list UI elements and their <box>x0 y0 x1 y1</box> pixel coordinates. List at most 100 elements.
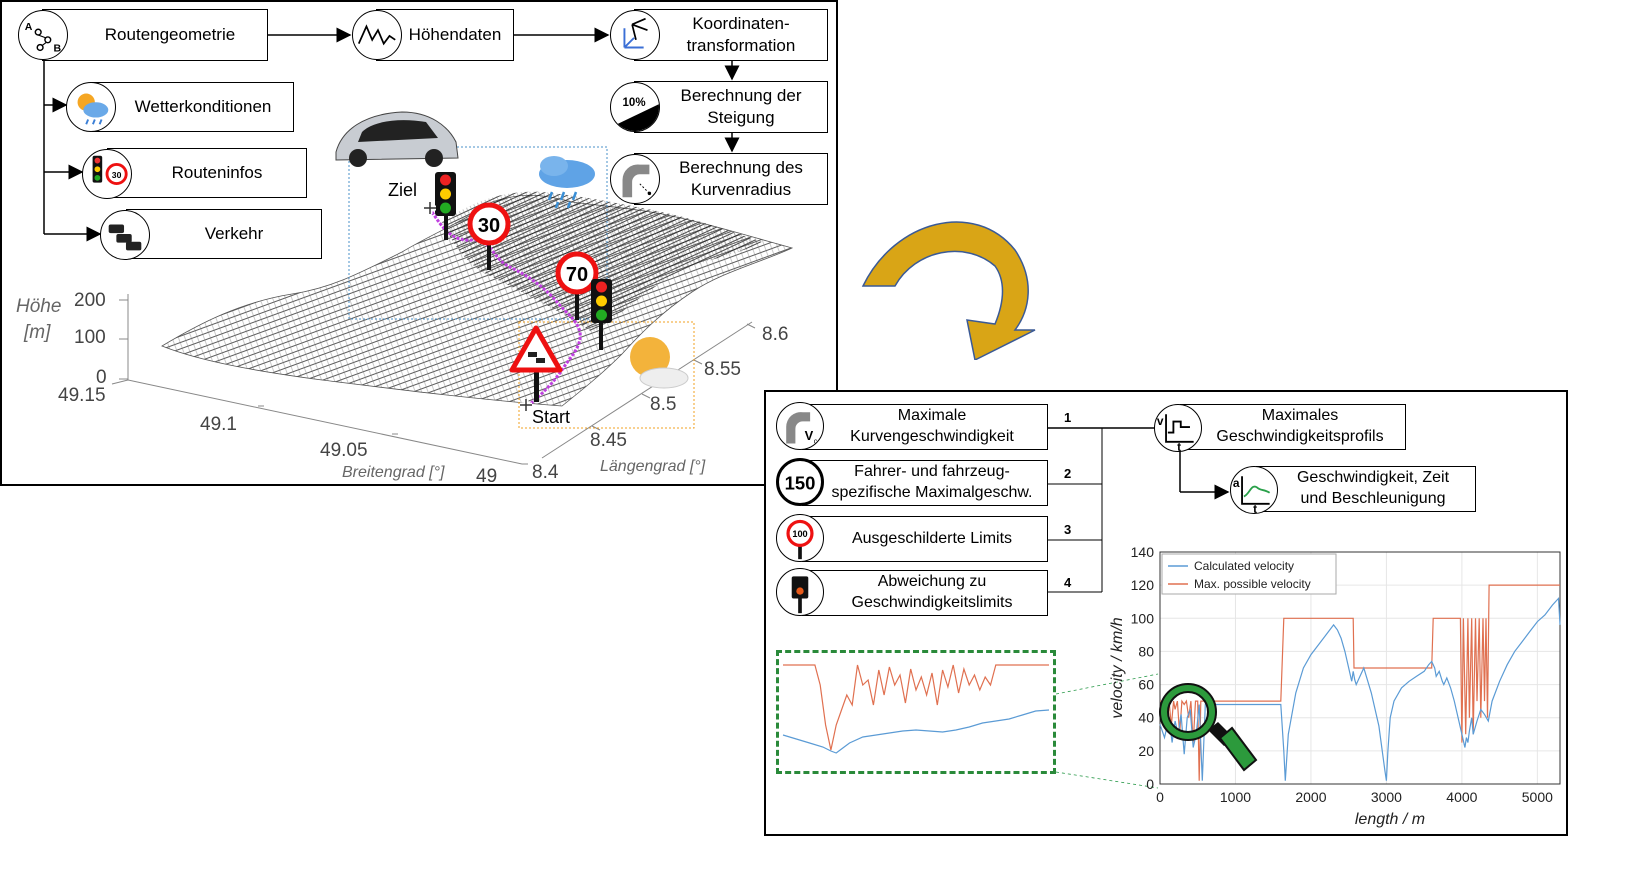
lat-tick-49-15: 49.15 <box>58 385 106 406</box>
traffic-light-ziel <box>435 172 456 240</box>
x-tick-label: 3000 <box>1371 789 1402 805</box>
y-tick-label: 20 <box>1138 743 1154 759</box>
limits-box: Ausgeschilderte Limits <box>802 516 1048 562</box>
svg-text:t: t <box>1253 502 1257 513</box>
y-tick-label: 60 <box>1138 677 1154 693</box>
terrain-3d-plot: 30 70 <box>111 111 794 465</box>
lat-axis-label: Breitengrad [°] <box>342 464 445 481</box>
zoom-inset-plot <box>782 664 1050 754</box>
svg-text:30: 30 <box>478 215 500 237</box>
max-kurven-box: Maximale Kurvengeschwindigkeit <box>802 404 1048 450</box>
lat-tick-49: 49 <box>476 466 498 487</box>
rain-cloud-icon <box>539 156 595 209</box>
verkehr-box: Verkehr <box>126 209 322 259</box>
x-tick-label: 5000 <box>1522 789 1553 805</box>
z-tick-200: 200 <box>74 290 106 311</box>
x-tick-label: 0 <box>1156 789 1164 805</box>
x-tick-label: 4000 <box>1446 789 1477 805</box>
speed-150-icon: 150 <box>776 458 824 506</box>
z-tick-100: 100 <box>74 327 106 348</box>
traffic-light-route <box>591 279 612 350</box>
svg-text:c: c <box>814 436 818 445</box>
x-axis-label: length / m <box>1355 811 1425 828</box>
svg-text:A: A <box>25 21 33 33</box>
route-ab-icon: A B <box>18 10 68 60</box>
lon-tick-8-6: 8.6 <box>762 324 789 345</box>
slope-percent-icon: 10% <box>610 82 660 132</box>
magnifier-icon <box>1159 683 1258 772</box>
z-axis-label-hoehe: Höhe <box>16 296 62 317</box>
svg-text:30: 30 <box>112 170 122 180</box>
inset-series-line <box>783 664 1049 751</box>
svg-text:150: 150 <box>785 473 816 494</box>
y-tick-label: 100 <box>1131 610 1155 626</box>
elevation-icon <box>352 10 402 60</box>
svg-text:70: 70 <box>566 264 588 286</box>
routeninfos-box: Routeninfos <box>107 148 307 198</box>
velocity-chart: 0 20 40 60 80 100 120 140 0 1000 2000 3000 4000 5000 l… <box>1109 544 1561 828</box>
lon-axis-label: Längengrad [°] <box>600 458 706 475</box>
car-image <box>335 111 459 167</box>
start-label: Start <box>532 407 571 427</box>
gzb-box: Geschwindigkeit, Zeit und Beschleunigung <box>1256 466 1476 512</box>
weather-icon <box>66 82 116 132</box>
speed-camera-icon <box>776 568 824 616</box>
traffic-light-sign-icon: 30 <box>82 149 132 199</box>
svg-text:100: 100 <box>792 529 807 539</box>
profil-box: Maximales Geschwindigkeitsprofils <box>1180 404 1406 450</box>
speed-sign-30: 30 <box>467 202 511 270</box>
inset-series-line <box>782 709 1050 754</box>
lon-tick-8-45: 8.45 <box>590 430 627 451</box>
svg-text:t: t <box>1177 440 1181 451</box>
ziel-label: Ziel <box>388 180 418 200</box>
legend-label: Calculated velocity <box>1194 559 1294 573</box>
speed-limit-100-icon: 100 <box>776 514 824 562</box>
route-input-panel: Routengeometrie Höhendaten Koordinaten- … <box>0 0 838 487</box>
x-tick-label: 2000 <box>1295 789 1326 805</box>
svg-text:10%: 10% <box>623 97 646 109</box>
koordinaten-box: Koordinaten- transformation <box>634 9 828 61</box>
abweichung-box: Abweichung zu Geschwindigkeitslimits <box>802 570 1048 616</box>
x-tick-label: 1000 <box>1220 789 1251 805</box>
number-3: 3 <box>1064 522 1072 537</box>
coordinate-axes-icon <box>610 10 660 60</box>
traffic-jam-warning-sign <box>509 325 563 402</box>
lon-tick-8-55: 8.55 <box>704 359 741 380</box>
curve-radius-icon <box>610 154 660 204</box>
y-tick-label: 40 <box>1138 710 1154 726</box>
speed-sign-70: 70 <box>555 251 599 320</box>
lat-tick-49-05: 49.05 <box>320 440 368 461</box>
svg-text:V: V <box>805 428 814 443</box>
steigung-box: Berechnung der Steigung <box>634 81 828 133</box>
number-4: 4 <box>1064 575 1072 590</box>
z-tick-0: 0 <box>96 367 107 388</box>
lon-tick-8-5: 8.5 <box>650 394 677 415</box>
zoom-inset <box>776 650 1056 774</box>
legend-label: Max. possible velocity <box>1194 577 1311 591</box>
kurvenradius-box: Berechnung des Kurvenradius <box>634 153 828 205</box>
lat-tick-49-1: 49.1 <box>200 414 237 435</box>
fahrer-box: Fahrer- und fahrzeug- spezifische Maxima… <box>802 460 1048 506</box>
routengeometrie-box: Routengeometrie <box>42 9 268 61</box>
sun-cloud-icon <box>630 337 689 389</box>
svg-text:v: v <box>1157 414 1164 428</box>
number-1: 1 <box>1064 410 1072 425</box>
lon-tick-8-4: 8.4 <box>532 462 559 483</box>
svg-text:B: B <box>54 42 62 54</box>
number-2: 2 <box>1064 466 1072 481</box>
top-connector-lines <box>43 27 740 242</box>
legend-box <box>1161 553 1337 595</box>
acceleration-profile-icon: a t <box>1230 466 1278 514</box>
plot-frame <box>1159 551 1561 785</box>
y-tick-label: 80 <box>1138 643 1154 659</box>
y-tick-label: 140 <box>1131 544 1155 560</box>
velocity-panel: 1 2 3 4 Maximale Kurvengeschwindigkeit F… <box>764 390 1568 836</box>
y-axis-label: velocity / km/h <box>1109 617 1126 718</box>
y-tick-label: 0 <box>1146 776 1154 792</box>
z-axis-label-unit: [m] <box>24 322 51 343</box>
velocity-profile-icon: v t <box>1154 404 1202 452</box>
curve-speed-icon: V c <box>776 402 824 450</box>
svg-text:a: a <box>1233 476 1240 490</box>
traffic-jam-icon <box>100 210 150 260</box>
y-tick-label: 120 <box>1131 577 1155 593</box>
